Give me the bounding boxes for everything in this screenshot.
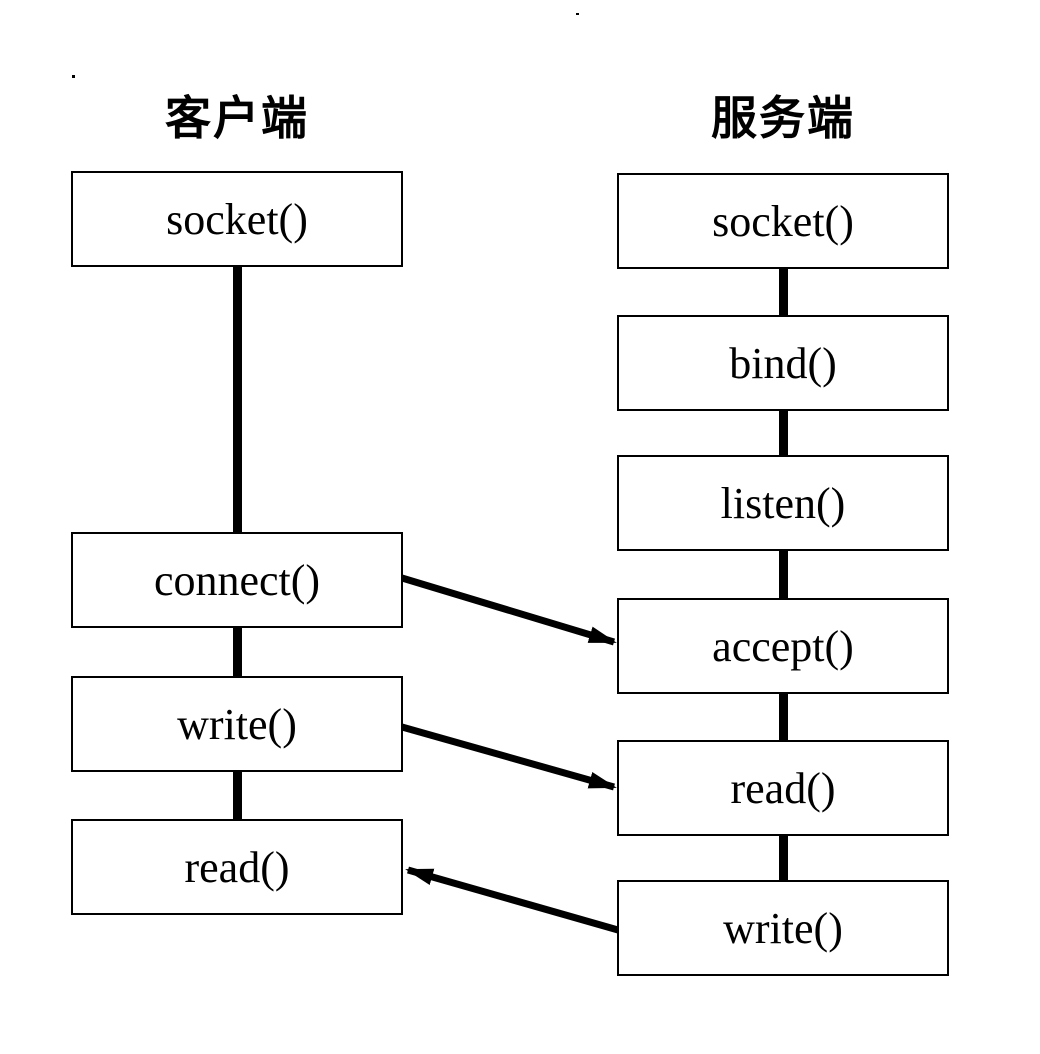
arrow-server-write-to-client-read <box>405 866 619 934</box>
client-box-connect: connect() <box>71 532 403 628</box>
client-box-read: read() <box>71 819 403 915</box>
server-box-socket: socket() <box>617 173 949 269</box>
box-label: write() <box>723 903 843 953</box>
server-connector-listen-accept <box>779 549 788 600</box>
box-label: read() <box>184 842 290 892</box>
box-label: accept() <box>712 621 854 671</box>
box-label: bind() <box>729 338 837 388</box>
client-connector-write-read <box>233 770 242 821</box>
box-label: connect() <box>153 555 321 605</box>
server-column-header: 服务端 <box>711 91 855 145</box>
artifact-dot <box>72 75 75 78</box>
box-label: socket() <box>712 196 854 246</box>
box-label: write() <box>177 699 297 749</box>
box-label: listen() <box>720 478 846 528</box>
artifact-dot <box>576 13 579 15</box>
server-box-read: read() <box>617 740 949 836</box>
client-connector-socket-connect <box>233 265 242 534</box>
server-connector-socket-bind <box>779 267 788 317</box>
box-label: socket() <box>166 194 308 244</box>
client-box-write: write() <box>71 676 403 772</box>
server-box-listen: listen() <box>617 455 949 551</box>
server-box-bind: bind() <box>617 315 949 411</box>
client-column-header: 客户端 <box>165 91 309 145</box>
client-connector-connect-write <box>233 626 242 678</box>
box-label: read() <box>730 763 836 813</box>
server-connector-bind-listen <box>779 409 788 457</box>
arrow-connect-to-accept <box>400 574 617 646</box>
server-box-write: write() <box>617 880 949 976</box>
client-box-socket: socket() <box>71 171 403 267</box>
arrow-write-to-read <box>401 723 617 791</box>
server-connector-read-write <box>779 834 788 882</box>
server-box-accept: accept() <box>617 598 949 694</box>
server-connector-accept-read <box>779 692 788 742</box>
